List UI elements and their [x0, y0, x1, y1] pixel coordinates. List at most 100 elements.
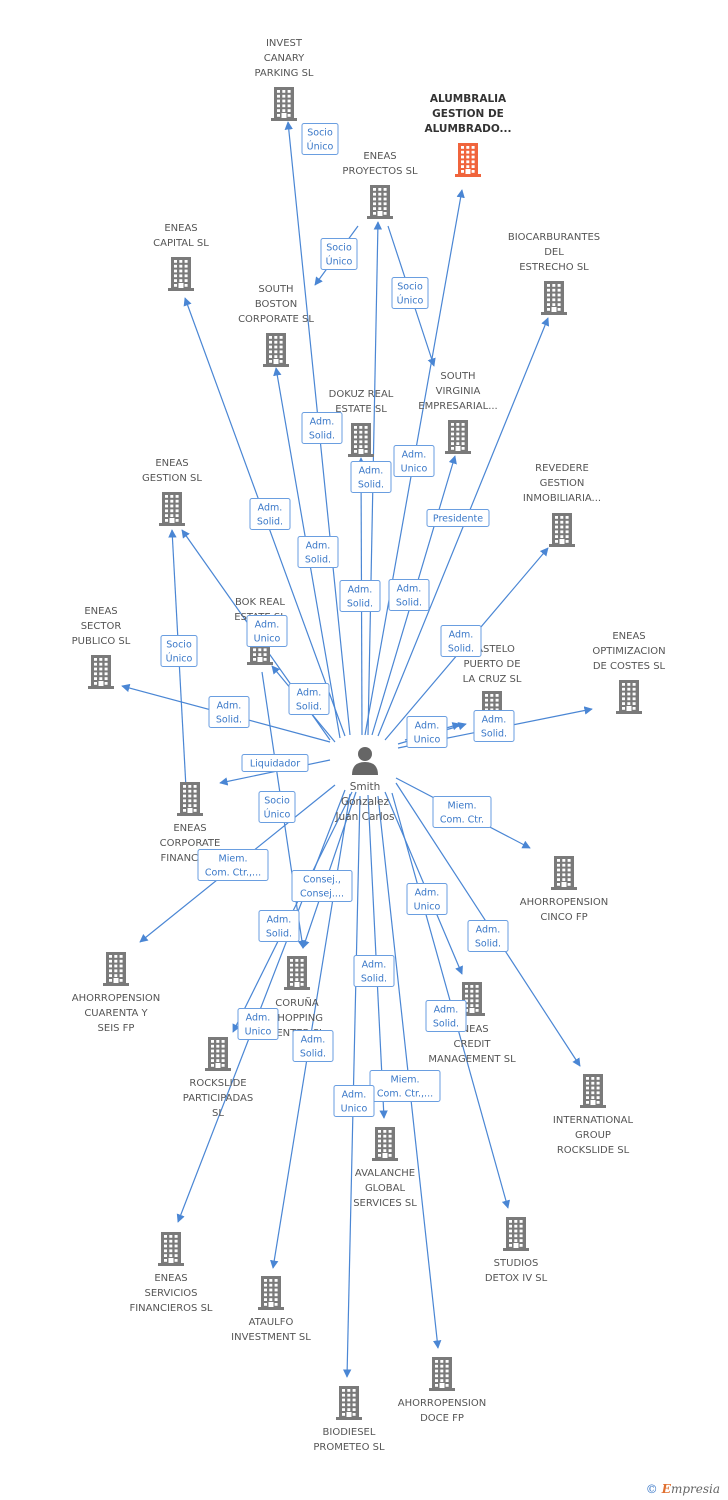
relation-text-line: Unico — [401, 464, 428, 475]
relation-label[interactable]: Adm.Solid. — [440, 625, 482, 657]
relation-label[interactable]: Adm.Solid. — [388, 579, 430, 611]
relation-label[interactable]: Adm. Solid. — [350, 461, 392, 493]
company-label-line: ATAULFO — [249, 1317, 294, 1328]
company-label-line: GROUP — [575, 1130, 611, 1141]
relation-label[interactable]: Adm.Unico — [406, 716, 448, 748]
relation-text-line: Consej.... — [300, 889, 344, 900]
relation-label[interactable]: Adm.Solid. — [339, 580, 381, 612]
building-icon — [549, 513, 575, 547]
relation-label[interactable]: Adm.Solid. — [288, 683, 330, 715]
relation-text-line: Adm. — [255, 620, 280, 631]
relation-label[interactable]: Adm.Solid. — [297, 536, 339, 568]
company-label-line: PUERTO DE — [463, 659, 520, 670]
relation-label[interactable]: Presidente — [426, 509, 490, 527]
company-label-line: ENEAS — [363, 151, 396, 162]
relation-text: Adm.Solid. — [475, 925, 501, 950]
person-name-line: Smith — [350, 781, 381, 793]
company-label-line: SL — [212, 1108, 224, 1119]
relation-label[interactable]: Adm.Unico — [333, 1085, 375, 1117]
relation-text-line: Solid. — [358, 480, 384, 491]
relation-label[interactable]: Adm.Solid. — [249, 498, 291, 530]
relation-label[interactable]: Consej.,Consej.... — [291, 870, 353, 902]
company-label-line: CREDIT — [453, 1039, 491, 1050]
relation-label[interactable]: Adm. Unico — [246, 615, 288, 647]
relation-label[interactable]: Adm.Solid. — [208, 696, 250, 728]
relation-text-line: Adm. — [359, 466, 384, 477]
relation-label[interactable]: Adm.Solid. — [301, 412, 343, 444]
relation-label[interactable]: Miem.Com. Ctr.,... — [197, 849, 269, 881]
relation-text-line: Adm. — [482, 715, 507, 726]
relation-label[interactable]: Adm.Unico — [406, 883, 448, 915]
relation-label[interactable]: Adm.Solid. — [425, 1000, 467, 1032]
building-icon — [503, 1217, 529, 1251]
company-label-line: SERVICES SL — [353, 1198, 417, 1209]
relation-label[interactable]: Miem.Com. Ctr. — [432, 796, 492, 828]
relation-text-line: Adm. — [415, 721, 440, 732]
company-label-line: SEIS FP — [98, 1023, 135, 1034]
relation-text-line: Solid. — [347, 599, 373, 610]
company-label-line: CINCO FP — [540, 912, 587, 923]
relation-text: Adm.Solid. — [300, 1035, 326, 1060]
copyright-symbol: © — [645, 1482, 658, 1496]
building-icon — [258, 1276, 284, 1310]
relation-label[interactable]: Liquidador — [241, 754, 309, 772]
relation-text: Adm.Unico — [401, 450, 428, 475]
relation-text: Adm. Solid. — [358, 466, 384, 491]
relation-label[interactable]: Adm.Solid. — [467, 920, 509, 952]
company-label-line: CANARY — [264, 53, 305, 64]
building-icon — [348, 423, 374, 457]
building-icon — [367, 185, 393, 219]
relation-text-line: Solid. — [266, 929, 292, 940]
company-label-line: FINANCE SL — [161, 853, 220, 864]
relation-label[interactable]: Adm.Unico — [237, 1008, 279, 1040]
relation-text-line: Solid. — [448, 644, 474, 655]
relation-label[interactable]: Adm.Solid. — [353, 955, 395, 987]
building-icon — [159, 492, 185, 526]
building-icon — [263, 333, 289, 367]
company-label-line: SECTOR — [81, 621, 122, 632]
relation-text-line: Unico — [254, 634, 281, 645]
relation-label[interactable]: Miem.Com. Ctr.,... — [369, 1070, 441, 1102]
relation-label[interactable]: Adm.Solid. — [473, 710, 515, 742]
relation-label[interactable]: Adm.Unico — [393, 445, 435, 477]
relation-text-line: Com. Ctr.,... — [377, 1089, 433, 1100]
relation-label[interactable]: Adm.Solid. — [292, 1030, 334, 1062]
relation-label[interactable]: Adm.Solid. — [258, 910, 300, 942]
relation-text: Adm.Unico — [414, 888, 441, 913]
relation-text-line: Solid. — [475, 939, 501, 950]
